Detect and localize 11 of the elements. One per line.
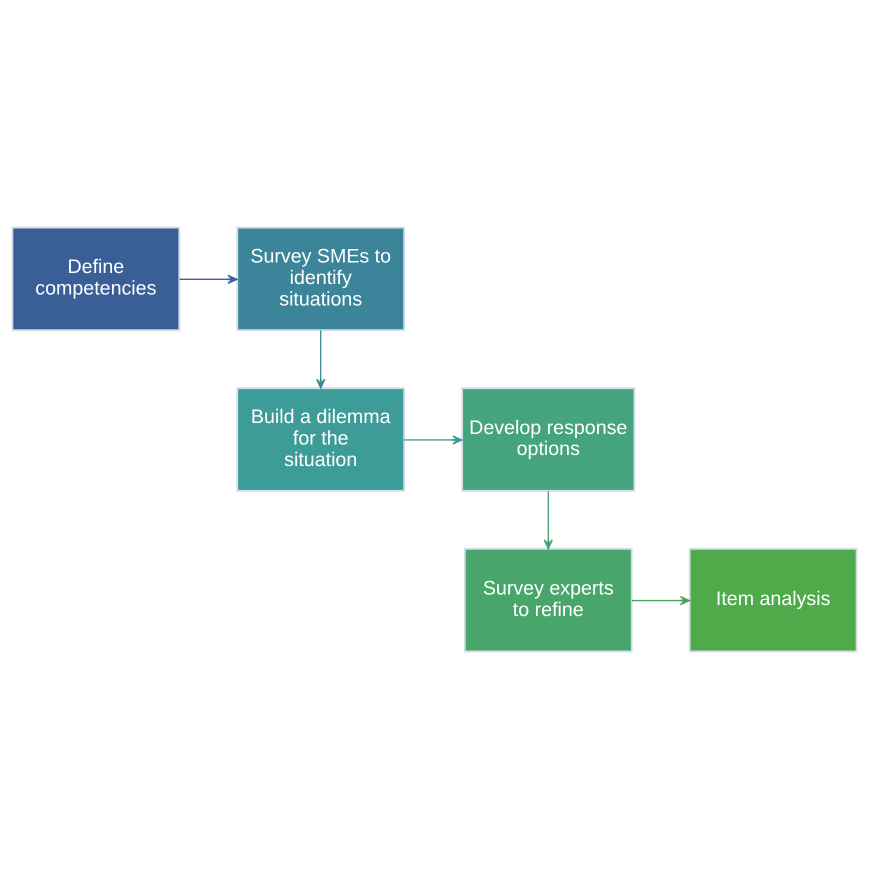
node-box: Build a dilemma for the situation <box>236 386 406 492</box>
node-box: Survey experts to refine <box>464 547 633 652</box>
node-box: Develop response options <box>461 386 636 492</box>
arrow <box>544 490 553 549</box>
node-box: Survey SMEs to identify situations <box>236 226 406 331</box>
arrow <box>316 330 326 388</box>
arrow <box>180 274 238 284</box>
node-box: Define competencies <box>12 226 180 331</box>
node-box: Item analysis <box>688 547 858 652</box>
arrow <box>632 595 690 605</box>
arrow <box>404 434 462 444</box>
